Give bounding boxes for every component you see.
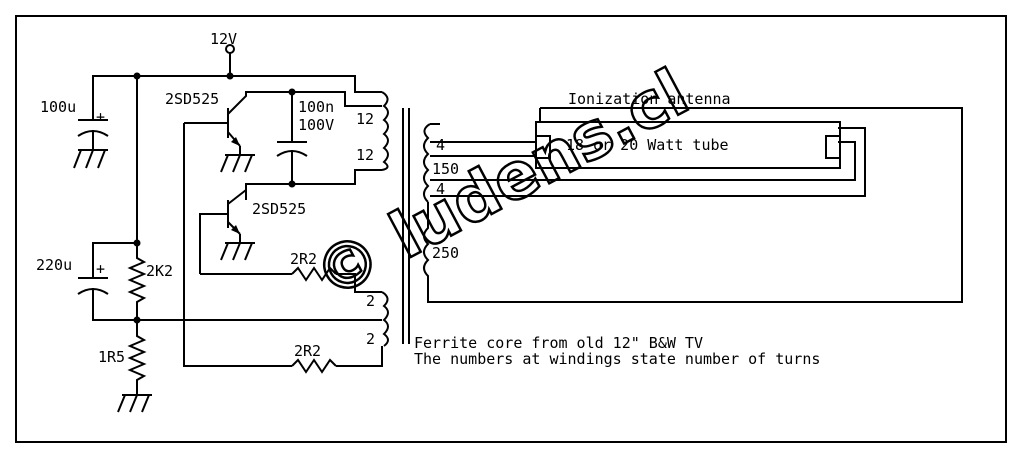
- transistor-bottom: [199, 189, 255, 274]
- feedback-winding: [381, 291, 389, 347]
- hv-winding-antenna: [423, 107, 963, 303]
- primary-winding: [381, 91, 389, 171]
- cap-220u-label: 220u: [36, 256, 72, 274]
- supply-label: 12V: [210, 30, 237, 48]
- antenna-label: Ionization antenna: [568, 90, 731, 108]
- secondary-turns-hv: 250: [432, 244, 459, 262]
- secondary-turns-filament-a: 4: [436, 136, 445, 154]
- res-2k2-label: 2K2: [146, 262, 173, 280]
- capacitor-100u: [73, 119, 109, 169]
- resistor-2r2-top: [200, 266, 382, 293]
- secondary-turns-filament-b: 4: [436, 180, 445, 198]
- capacitor-100n: [276, 92, 308, 184]
- capacitor-220u: [77, 242, 137, 321]
- note-turns: The numbers at windings state number of …: [414, 350, 820, 368]
- cap-100n-label: 100n: [298, 98, 334, 116]
- cap-100n-voltage: 100V: [298, 116, 334, 134]
- res-1r5-label: 1R5: [98, 348, 125, 366]
- secondary-winding-upper: [423, 123, 431, 203]
- primary-turns-b: 12: [356, 146, 374, 164]
- feedback-turns-a: 2: [366, 292, 375, 310]
- transistor-bottom-label: 2SD525: [252, 200, 306, 218]
- resistor-2k2: [127, 250, 147, 320]
- transistor-top-label: 2SD525: [165, 90, 219, 108]
- secondary-turns-main: 150: [432, 160, 459, 178]
- res-2r2-top-label: 2R2: [290, 250, 317, 268]
- feedback-turns-b: 2: [366, 330, 375, 348]
- cap-100u-polarity: +: [96, 108, 105, 126]
- frame-border: [15, 15, 1007, 443]
- tube-pin-left: [535, 135, 551, 159]
- filament-lead-b: [430, 141, 856, 181]
- res-2r2-bottom-label: 2R2: [294, 342, 321, 360]
- collector-line-bottom: [245, 169, 382, 200]
- ferrite-core: [402, 108, 410, 344]
- resistor-1r5: [117, 320, 152, 413]
- note-core: Ferrite core from old 12" B&W TV: [414, 334, 703, 352]
- primary-turns-a: 12: [356, 110, 374, 128]
- supply-terminal: [225, 44, 235, 80]
- ground-symbol: [73, 149, 108, 169]
- resistor-2r2-bottom: [183, 123, 383, 374]
- cap-220u-polarity: +: [96, 260, 105, 278]
- tube-pin-right: [825, 135, 841, 159]
- cap-100u-label: 100u: [40, 98, 76, 116]
- transistor-top: [184, 91, 292, 173]
- tube-label: 18 or 20 Watt tube: [566, 136, 729, 154]
